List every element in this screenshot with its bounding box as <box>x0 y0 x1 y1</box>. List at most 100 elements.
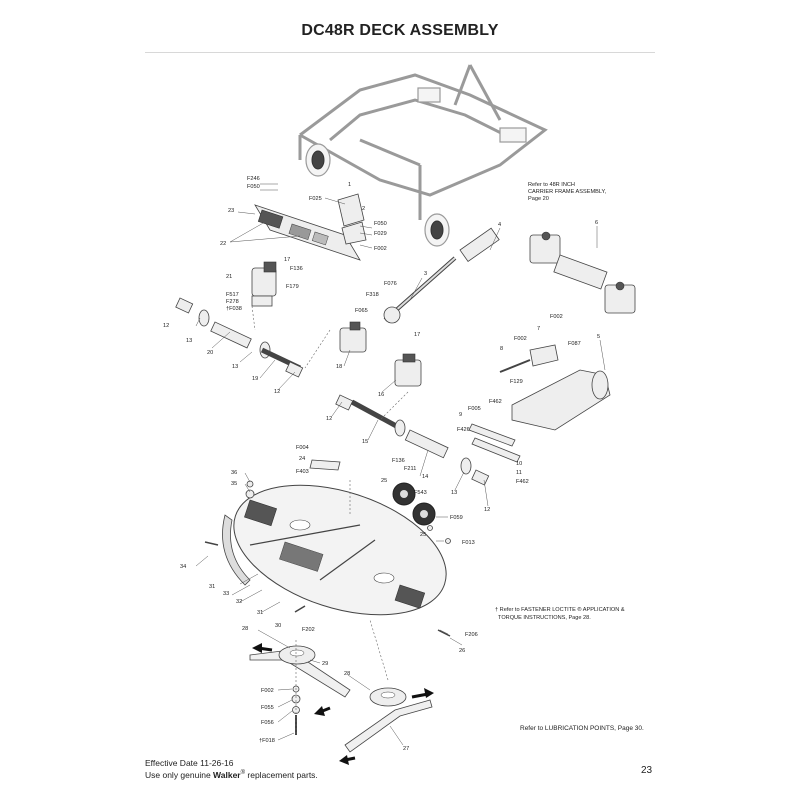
callout-label: F013 <box>462 540 475 546</box>
blade-assembly-part <box>249 645 433 753</box>
callout-label: 5 <box>597 334 600 340</box>
callout-label: 10 <box>516 461 522 467</box>
right-angle-gearbox-part <box>251 261 277 307</box>
callout-label: F005 <box>468 406 481 412</box>
callout-label: 11 <box>516 470 522 476</box>
discharge-chute-part <box>511 369 611 431</box>
callout-label: 9 <box>459 412 462 418</box>
callout-label: F462 <box>516 479 529 485</box>
callout-label: F087 <box>568 341 581 347</box>
spindle-shaft-parts <box>175 297 304 378</box>
callout-label: 33 <box>223 591 229 597</box>
callout-label: 28 <box>242 626 248 632</box>
callout-label: †F018 <box>259 738 275 744</box>
callout-label: 12 <box>274 389 280 395</box>
hardware-fasteners <box>204 480 451 637</box>
callout-label: F211 <box>404 466 416 472</box>
callout-label: 12 <box>326 416 332 422</box>
callout-label: 14 <box>422 474 428 480</box>
belt-cover-part <box>254 204 361 261</box>
note-line: Refer to 48R INCH <box>528 182 575 188</box>
callout-label: F426 <box>457 427 470 433</box>
leader-lines <box>195 183 606 746</box>
callout-label: 8 <box>500 346 503 352</box>
callout-label: 17 <box>284 257 290 263</box>
callout-label: F076 <box>384 281 397 287</box>
carrier-frame-outline <box>298 64 548 247</box>
note-line: Page 20 <box>528 196 549 202</box>
genuine-prefix: Use only genuine <box>145 769 214 780</box>
callout-label: 27 <box>403 746 409 752</box>
callout-label: 32 <box>236 599 242 605</box>
brand-name: Walker <box>213 769 241 780</box>
callout-label: 34 <box>180 564 186 570</box>
mower-deck-part <box>222 484 447 616</box>
callout-label: 12 <box>484 507 490 513</box>
idler-bracket-part <box>309 459 341 471</box>
callout-label: F029 <box>374 231 387 237</box>
callout-label: F543 <box>414 490 427 496</box>
drive-shaft-part <box>383 227 500 324</box>
callout-label: 28 <box>344 671 350 677</box>
callout-label: F059 <box>450 515 463 521</box>
callout-label: F002 <box>550 314 563 320</box>
callout-label: 13 <box>451 490 457 496</box>
callout-label: 2 <box>362 206 365 212</box>
lubrication-reference-note: Refer to LUBRICATION POINTS, Page 30. <box>520 725 644 732</box>
callout-label: F055 <box>261 705 274 711</box>
registered-mark: ® <box>240 770 246 776</box>
callout-label: †F038 <box>226 306 242 312</box>
chute-guide-part <box>468 423 521 463</box>
footer-text: Effective Date 11-26-16 Use only genuine… <box>145 758 318 780</box>
callout-label: 15 <box>362 439 368 445</box>
callout-label: F179 <box>286 284 299 290</box>
callout-label: F050 <box>247 184 260 190</box>
callout-label: 31 <box>209 584 215 590</box>
callout-label: 30 <box>275 623 281 629</box>
callout-label: 4 <box>498 222 501 228</box>
spindle-housing-part <box>339 321 422 387</box>
callout-label: F004 <box>296 445 309 451</box>
callout-label: 6 <box>595 220 598 226</box>
callout-label: 35 <box>231 481 237 487</box>
callout-label: F202 <box>302 627 315 633</box>
gearbox-assembly-part <box>529 231 636 314</box>
callout-label: F462 <box>489 399 502 405</box>
callout-label: 25 <box>420 532 426 538</box>
callout-label: F002 <box>514 336 527 342</box>
callout-label: 24 <box>299 456 305 462</box>
callout-label: F136 <box>392 458 405 464</box>
pulley-part <box>392 482 436 526</box>
note-line: † Refer to FASTENER LOCTITE ® APPLICATIO… <box>495 606 625 613</box>
note-line: TORQUE INSTRUCTIONS, Page 28. <box>498 615 591 621</box>
callout-label: F246 <box>247 176 260 182</box>
callout-label: 31 <box>257 610 263 616</box>
rotation-arrows <box>252 643 434 765</box>
frame-reference-note: Refer to 48R INCH CARRIER FRAME ASSEMBLY… <box>528 182 607 202</box>
loctite-reference-note: † Refer to FASTENER LOCTITE ® APPLICATIO… <box>495 606 625 621</box>
callout-labels: F246 F050 1 F025 2 F050 F029 F002 23 22 … <box>163 176 600 752</box>
genuine-parts-line: Use only genuine Walker® replacement par… <box>145 768 318 780</box>
callout-label: 13 <box>232 364 238 370</box>
callout-label: 23 <box>228 208 234 214</box>
assembly-centerlines <box>251 305 409 735</box>
callout-label: F002 <box>374 246 387 252</box>
page-number: 23 <box>641 765 653 776</box>
title-divider <box>145 52 655 53</box>
chute-bracket-part <box>499 344 559 373</box>
page-title: DC48R DECK ASSEMBLY <box>301 22 499 39</box>
callout-label: 18 <box>336 364 342 370</box>
callout-label: 3 <box>424 271 427 277</box>
callout-label: F278 <box>226 299 239 305</box>
callout-label: 36 <box>231 470 237 476</box>
callout-label: 29 <box>322 661 328 667</box>
shield-bracket-part <box>337 193 367 245</box>
callout-label: F002 <box>261 688 274 694</box>
callout-label: F517 <box>226 292 239 298</box>
callout-label: F025 <box>309 196 322 202</box>
callout-label: 16 <box>378 392 384 398</box>
callout-label: F056 <box>261 720 274 726</box>
callout-label: F050 <box>374 221 387 227</box>
callout-label: 25 <box>381 478 387 484</box>
